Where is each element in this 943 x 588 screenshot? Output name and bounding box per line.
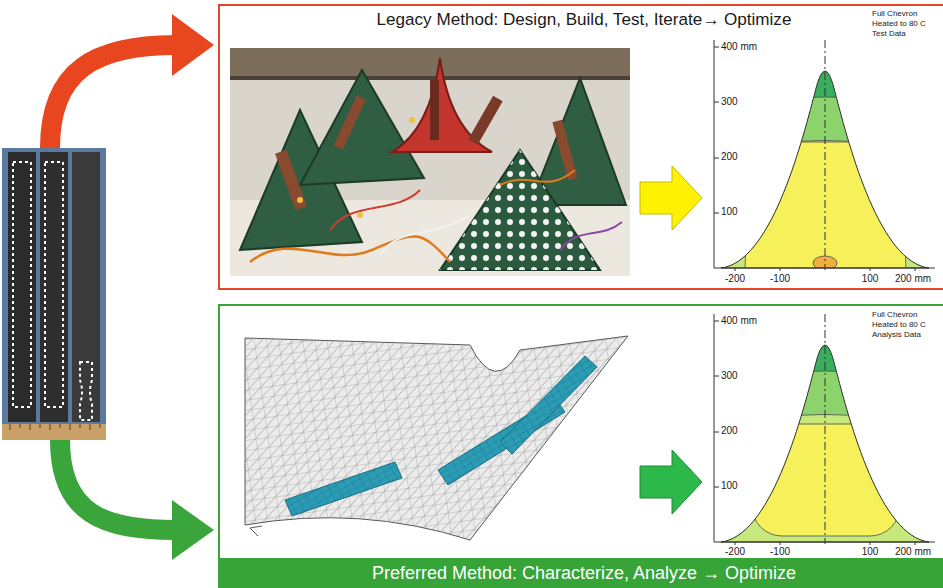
- axis-label: 100: [862, 546, 879, 558]
- hardware-photo-part: [297, 197, 303, 203]
- green-curved-arrow: [60, 440, 214, 560]
- contour-chart-part: [700, 314, 943, 554]
- hardware-photo-part: [430, 80, 439, 140]
- chart-note: Heated to 80 C: [872, 320, 926, 329]
- axis-label: -100: [770, 273, 790, 285]
- hardware-photo-part: [357, 212, 363, 218]
- hardware-photo-part: [500, 170, 575, 185]
- contour-chart-part-part: [700, 97, 943, 280]
- contour-chart-part: [825, 40, 826, 270]
- hardware-photo-part: [230, 48, 630, 76]
- axis-label: -100: [770, 546, 790, 558]
- contour-chart-part: [700, 40, 943, 280]
- specimen-photo-part: [80, 362, 92, 420]
- hardware-photo-part: [409, 117, 415, 123]
- specimen-photo-part: [2, 148, 106, 440]
- axis-label: 100: [862, 273, 879, 285]
- chart-note: Heated to 80 C: [872, 19, 926, 28]
- specimen-photo-part: [40, 152, 68, 422]
- chart-note: Analysis Data: [872, 330, 921, 339]
- contour-chart-part-part: [752, 424, 900, 536]
- red-curved-arrow: [50, 14, 214, 148]
- fe-mesh: [245, 336, 628, 540]
- block-arrow: [640, 450, 702, 514]
- specimen-photo: [2, 148, 106, 440]
- fe-mesh-part: [245, 336, 628, 540]
- panel-banner: Preferred Method: Characterize, Analyze …: [220, 558, 943, 588]
- axis-label: 300: [721, 96, 738, 108]
- specimen-photo-part: [2, 424, 106, 440]
- hardware-photo-part: [230, 76, 630, 80]
- hardware-photo-part: [440, 150, 600, 270]
- red-curved-arrow-part: [172, 14, 214, 76]
- contour-chart-part: [714, 321, 915, 545]
- block-arrow-part: [640, 450, 702, 514]
- chart-note: Full Chevron: [872, 9, 917, 18]
- contour-chart-part: [714, 47, 915, 271]
- fe-mesh-part: [245, 336, 628, 540]
- fe-mesh-part: [285, 462, 402, 516]
- hardware-photo-part: [330, 190, 420, 230]
- specimen-photo-part: [10, 424, 100, 430]
- panel-title: Legacy Method: Design, Build, Test, Iter…: [220, 10, 943, 30]
- specimen-photo-part: [45, 162, 63, 407]
- contour-chart: [700, 40, 943, 280]
- axis-label: 100: [721, 206, 738, 218]
- preferred-panel: Preferred Method: Characterize, Analyze …: [218, 304, 943, 588]
- hardware-photo-part: [230, 48, 630, 276]
- hardware-photo: [230, 48, 630, 276]
- fe-mesh-part: [250, 526, 262, 536]
- hardware-photo-part: [560, 222, 622, 250]
- green-curved-arrow-part: [172, 500, 214, 560]
- axis-label: 400 mm: [721, 315, 757, 327]
- hardware-photo-part: [380, 215, 470, 255]
- contour-chart-part-part: [700, 141, 943, 281]
- specimen-photo-part: [72, 152, 100, 422]
- hardware-photo-part: [468, 96, 503, 145]
- red-curved-arrow-part: [50, 45, 176, 148]
- hardware-photo-part: [440, 150, 600, 270]
- axis-label: -200: [725, 273, 745, 285]
- contour-chart-part-part: [700, 40, 940, 280]
- axis-label: 200 mm: [895, 273, 931, 285]
- axis-label: 200 mm: [895, 546, 931, 558]
- hardware-photo-part: [300, 70, 424, 185]
- specimen-photo-part: [13, 162, 31, 407]
- contour-chart-part-part: [700, 415, 943, 555]
- specimen-photo-part: [8, 152, 36, 422]
- contour-chart-part-part: [700, 371, 943, 554]
- fe-mesh-part: [500, 356, 597, 454]
- contour-chart: [700, 314, 943, 554]
- chart-note: Full Chevron: [872, 310, 917, 319]
- fe-mesh-part: [285, 462, 402, 516]
- axis-label: -200: [725, 546, 745, 558]
- hardware-photo-part: [275, 150, 307, 210]
- hardware-photo-part: [250, 236, 450, 262]
- axis-label: 300: [721, 370, 738, 382]
- legacy-panel: Legacy Method: Design, Build, Test, Iter…: [218, 4, 943, 290]
- axis-label: 200: [721, 151, 738, 163]
- contour-chart-part-part: [700, 314, 940, 554]
- fe-mesh-part: [500, 356, 597, 454]
- chart-note: Test Data: [872, 29, 906, 38]
- axis-label: 100: [721, 480, 738, 492]
- axis-label: 400 mm: [721, 41, 757, 53]
- block-arrow: [640, 166, 702, 230]
- contour-chart-part: [825, 314, 826, 544]
- hardware-photo-part: [334, 95, 366, 149]
- green-curved-arrow-part: [60, 440, 176, 530]
- axis-label: 200: [721, 425, 738, 437]
- block-arrow-part: [640, 166, 702, 230]
